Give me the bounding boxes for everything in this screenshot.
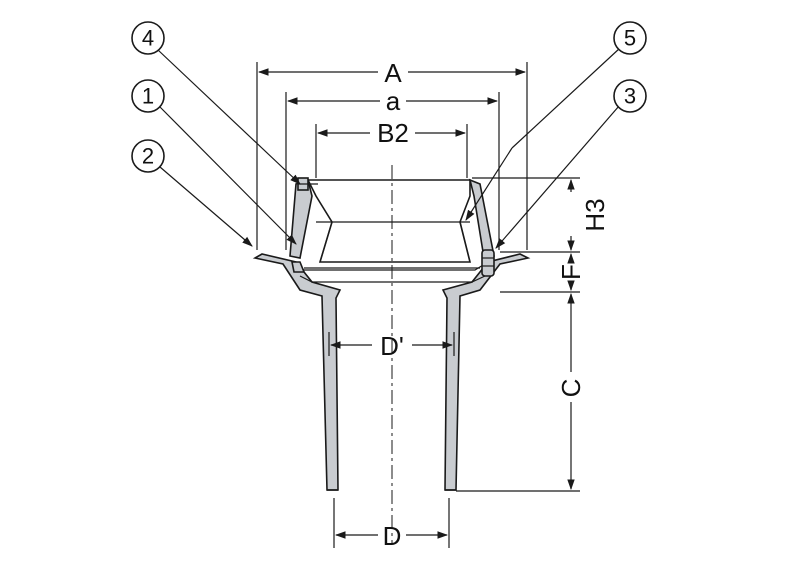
callout-number-3: 3 <box>624 84 636 109</box>
vertical-dimensions: H3 F C <box>456 177 610 492</box>
dimension-label-B2: B2 <box>377 118 409 148</box>
dimension-label-C: C <box>556 379 586 398</box>
callout-3: 3 <box>495 79 647 249</box>
callout-number-5: 5 <box>624 26 636 51</box>
callout-number-4: 4 <box>142 26 154 51</box>
dimension-label-A: A <box>384 58 402 88</box>
bolt-right <box>481 249 495 277</box>
frame-ring-right <box>468 178 495 259</box>
dimension-label-D: D <box>383 521 402 551</box>
dimension-label-F: F <box>556 264 586 280</box>
dimension-A: A <box>256 58 528 250</box>
frame-ring-left <box>289 178 313 259</box>
dimension-label-a: a <box>386 86 401 116</box>
callout-1: 1 <box>131 79 297 245</box>
dimension-D: D <box>333 498 450 551</box>
dimension-label-H3: H3 <box>580 198 610 231</box>
callout-5: 5 <box>465 21 647 221</box>
pipe-wall-right <box>441 253 531 491</box>
callout-2: 2 <box>131 139 253 247</box>
callout-number-2: 2 <box>142 144 154 169</box>
callout-number-1: 1 <box>142 84 154 109</box>
pipe-wall-left <box>252 253 342 491</box>
strainer-cone <box>289 177 495 277</box>
dimension-D-prime: D' <box>328 331 455 361</box>
cone-body <box>306 179 472 263</box>
callout-4: 4 <box>131 21 301 185</box>
dimension-B2: B2 <box>315 118 468 178</box>
dimension-a: a <box>285 86 500 250</box>
dimension-label-D-prime: D' <box>380 331 404 361</box>
